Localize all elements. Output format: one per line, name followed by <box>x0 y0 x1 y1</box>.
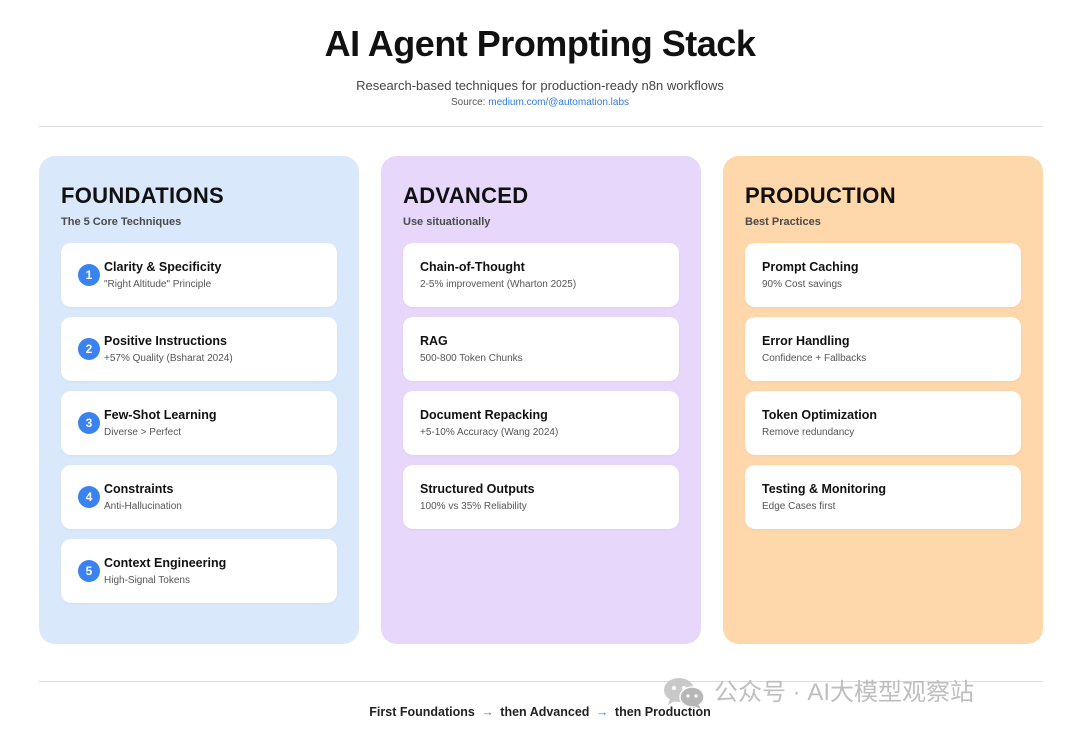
card-constraints: 4 Constraints Anti-Hallucination <box>61 465 337 529</box>
card-text: Testing & Monitoring Edge Cases first <box>762 481 886 513</box>
card-title: Chain-of-Thought <box>420 260 525 274</box>
card-description: +57% Quality (Bsharat 2024) <box>104 353 233 364</box>
wechat-icon <box>664 678 705 709</box>
column-subtitle: Use situationally <box>403 216 491 228</box>
card-title: Error Handling <box>762 334 850 348</box>
card-description: "Right Altitude" Principle <box>104 279 212 290</box>
card-title: Context Engineering <box>104 556 227 570</box>
number-badge: 4 <box>78 486 100 508</box>
card-title: Positive Instructions <box>104 334 227 348</box>
card-description: Anti-Hallucination <box>104 501 182 512</box>
column-foundations: FOUNDATIONS The 5 Core Techniques 1 Clar… <box>39 156 359 644</box>
card-description: High-Signal Tokens <box>104 575 190 586</box>
card-text: Token Optimization Remove redundancy <box>762 407 877 439</box>
card-document-repacking: Document Repacking +5-10% Accuracy (Wang… <box>403 391 679 455</box>
number-badge: 3 <box>78 412 100 434</box>
column-subtitle: The 5 Core Techniques <box>61 216 182 228</box>
card-error-handling: Error Handling Confidence + Fallbacks <box>745 317 1021 381</box>
card-clarity-specificity: 1 Clarity & Specificity "Right Altitude"… <box>61 243 337 307</box>
card-text: Few-Shot Learning Diverse > Perfect <box>104 407 217 439</box>
card-title: Prompt Caching <box>762 260 859 274</box>
card-title: Testing & Monitoring <box>762 482 887 496</box>
card-text: RAG 500-800 Token Chunks <box>420 333 523 365</box>
page-title: AI Agent Prompting Stack <box>324 23 756 64</box>
card-positive-instructions: 2 Positive Instructions +57% Quality (Bs… <box>61 317 337 381</box>
arrow-right-icon: → <box>481 705 494 719</box>
card-title: Document Repacking <box>420 408 548 422</box>
arrow-right-icon: → <box>595 705 609 719</box>
flow-step-foundations: First Foundations <box>369 705 475 719</box>
number-badge: 1 <box>78 264 100 286</box>
column-advanced: ADVANCED Use situationally Chain-of-Thou… <box>381 156 701 644</box>
footer-flow: First Foundations → then Advanced → then… <box>0 704 1080 720</box>
watermark-text: 公众号 · AI大模型观察站 <box>714 679 975 706</box>
card-testing-monitoring: Testing & Monitoring Edge Cases first <box>745 465 1021 529</box>
card-description: 2-5% improvement (Wharton 2025) <box>420 279 577 290</box>
card-title: Few-Shot Learning <box>104 408 217 422</box>
card-title: Clarity & Specificity <box>104 260 222 274</box>
column-title: ADVANCED <box>403 183 529 208</box>
card-title: Structured Outputs <box>420 482 535 496</box>
card-description: +5-10% Accuracy (Wang 2024) <box>420 427 559 438</box>
card-description: 90% Cost savings <box>762 279 843 290</box>
column-production: PRODUCTION Best Practices Prompt Caching… <box>723 156 1043 644</box>
card-description: Diverse > Perfect <box>104 427 181 438</box>
card-title: RAG <box>420 334 448 348</box>
card-description: 100% vs 35% Reliability <box>420 501 527 512</box>
card-list: Prompt Caching 90% Cost savings Error Ha… <box>745 243 1021 529</box>
card-title: Constraints <box>104 482 174 496</box>
header-divider <box>39 126 1043 127</box>
card-few-shot-learning: 3 Few-Shot Learning Diverse > Perfect <box>61 391 337 455</box>
card-text: Positive Instructions +57% Quality (Bsha… <box>104 333 233 365</box>
source-line: Source: medium.com/@automation.labs <box>0 96 1080 109</box>
watermark: 公众号 · AI大模型观察站 <box>662 676 974 710</box>
card-text: Context Engineering High-Signal Tokens <box>104 555 226 587</box>
number-badge: 2 <box>78 338 100 360</box>
card-title: Token Optimization <box>762 408 878 422</box>
card-text: Document Repacking +5-10% Accuracy (Wang… <box>420 407 558 439</box>
columns-container: FOUNDATIONS The 5 Core Techniques 1 Clar… <box>39 156 1043 644</box>
page-subtitle: Research-based techniques for production… <box>356 78 724 93</box>
card-chain-of-thought: Chain-of-Thought 2-5% improvement (Whart… <box>403 243 679 307</box>
card-description: Confidence + Fallbacks <box>762 353 867 364</box>
source-link[interactable]: medium.com/@automation.labs <box>488 97 630 108</box>
source-prefix: Source: <box>450 97 489 108</box>
card-structured-outputs: Structured Outputs 100% vs 35% Reliabili… <box>403 465 679 529</box>
card-token-optimization: Token Optimization Remove redundancy <box>745 391 1021 455</box>
column-subtitle: Best Practices <box>745 216 821 228</box>
card-description: Edge Cases first <box>762 501 836 512</box>
card-text: Chain-of-Thought 2-5% improvement (Whart… <box>420 259 576 291</box>
column-title: PRODUCTION <box>745 183 896 208</box>
card-text: Constraints Anti-Hallucination <box>104 481 182 513</box>
card-text: Prompt Caching 90% Cost savings <box>762 259 859 291</box>
flow-step-advanced: then Advanced <box>500 705 590 719</box>
number-badge: 5 <box>78 560 100 582</box>
card-list: Chain-of-Thought 2-5% improvement (Whart… <box>403 243 679 529</box>
flow-step-production: then Production <box>614 705 711 719</box>
card-text: Clarity & Specificity "Right Altitude" P… <box>104 259 221 291</box>
card-context-engineering: 5 Context Engineering High-Signal Tokens <box>61 539 337 603</box>
card-text: Structured Outputs 100% vs 35% Reliabili… <box>420 481 535 513</box>
header: AI Agent Prompting Stack Research-based … <box>0 22 1080 109</box>
column-title: FOUNDATIONS <box>61 183 224 208</box>
card-description: 500-800 Token Chunks <box>420 353 523 364</box>
card-text: Error Handling Confidence + Fallbacks <box>762 333 866 365</box>
card-rag: RAG 500-800 Token Chunks <box>403 317 679 381</box>
footer-divider <box>39 681 1043 682</box>
card-prompt-caching: Prompt Caching 90% Cost savings <box>745 243 1021 307</box>
card-description: Remove redundancy <box>762 427 855 438</box>
card-list: 1 Clarity & Specificity "Right Altitude"… <box>61 243 337 603</box>
